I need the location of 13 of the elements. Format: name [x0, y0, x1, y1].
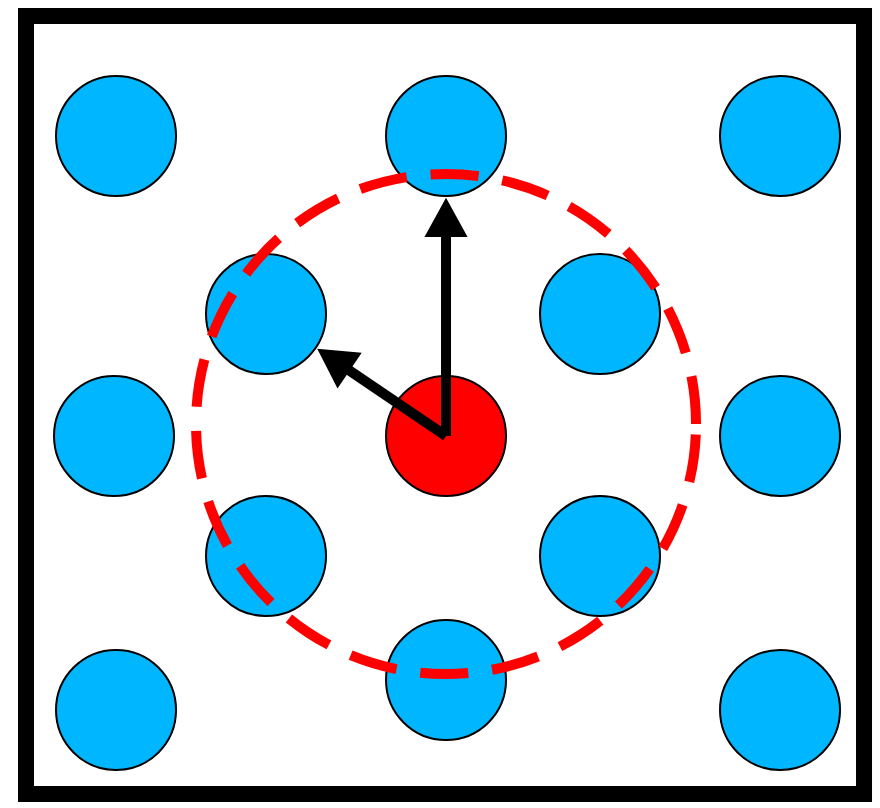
dot-circle: [719, 75, 841, 197]
dot-circle: [719, 375, 841, 497]
dot-circle: [55, 75, 177, 197]
dot-circle: [205, 253, 327, 375]
dot-circle: [385, 619, 507, 741]
dot-circle: [385, 75, 507, 197]
dot-circle: [719, 649, 841, 771]
dot-circle: [539, 253, 661, 375]
dot-circle: [539, 495, 661, 617]
dot-circle: [55, 649, 177, 771]
dot-circle: [205, 495, 327, 617]
dot-circle: [53, 375, 175, 497]
center-circle: [385, 375, 507, 497]
